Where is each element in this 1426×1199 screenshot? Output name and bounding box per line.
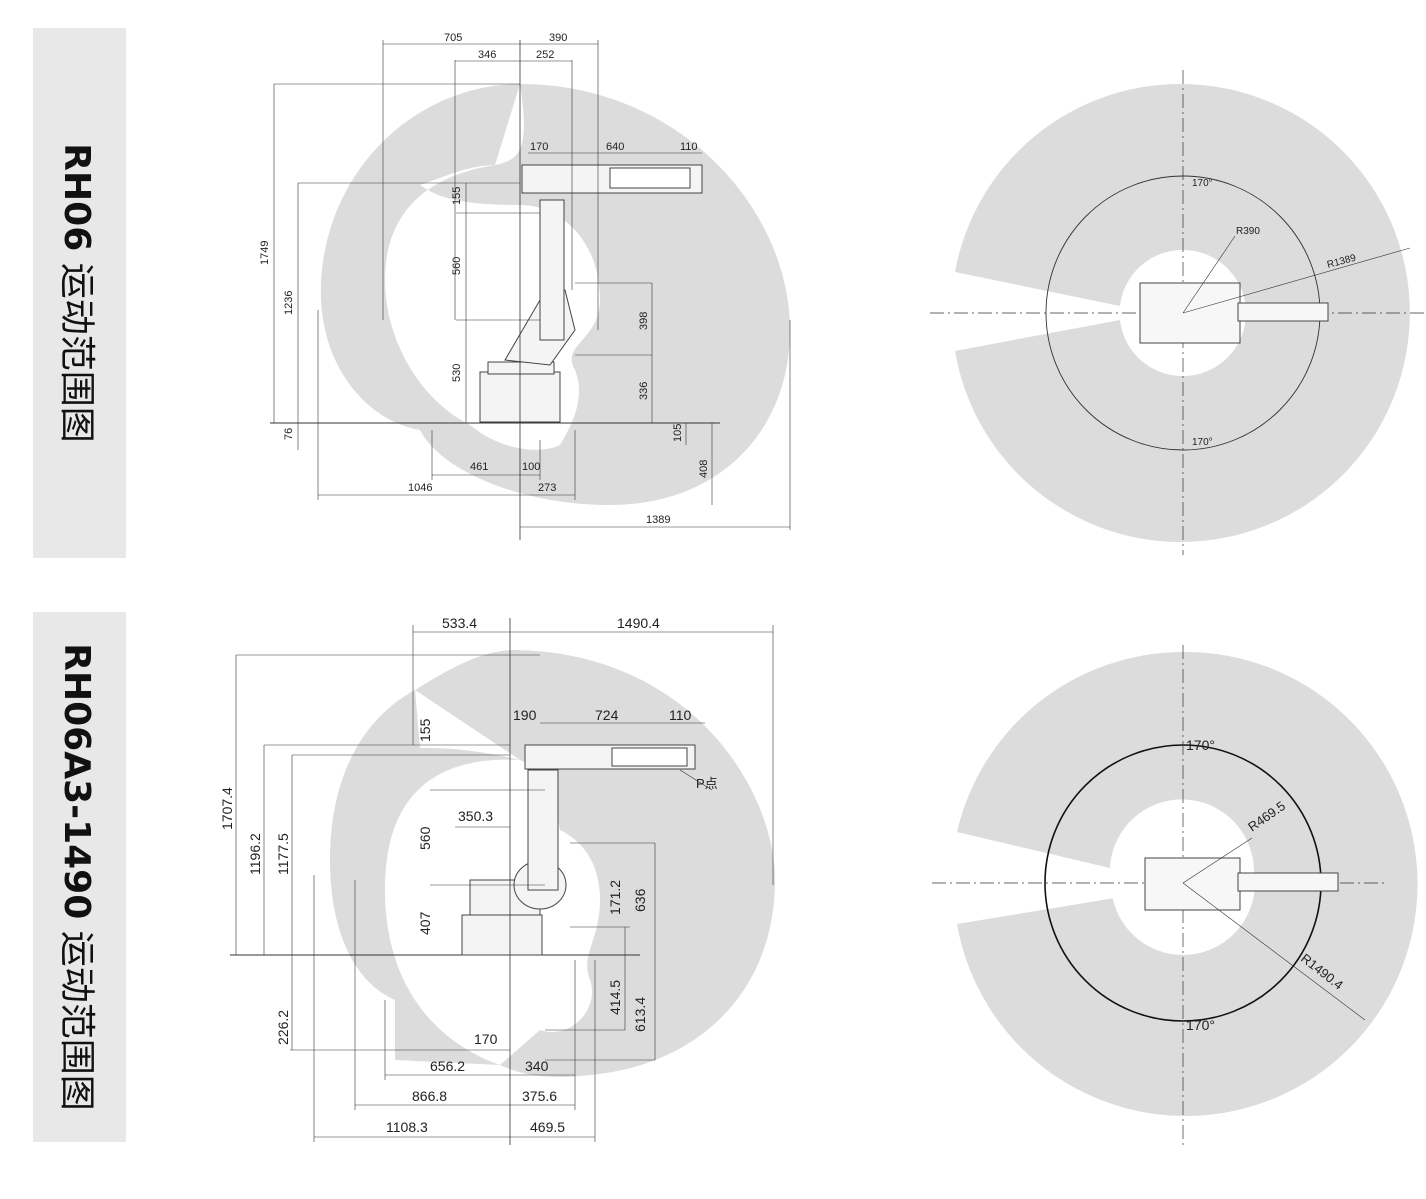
dim-724: 724 [595,707,619,723]
dim-252: 252 [536,49,554,61]
dim-350-3: 350.3 [458,808,493,824]
dim-155b: 155 [417,718,433,742]
dim-1196-2: 1196.2 [247,833,263,875]
dim-1108-3: 1108.3 [386,1119,428,1135]
dim-533-4: 533.4 [442,615,477,631]
dim-469-5: 469.5 [530,1119,565,1135]
rh06-angle-top: 170° [1192,178,1213,189]
dim-1389: 1389 [646,514,670,526]
rh06-radius-inner: R390 [1236,226,1260,237]
dim-1236: 1236 [283,291,295,315]
dim-613-4: 613.4 [632,997,648,1032]
dim-1046: 1046 [408,482,432,494]
p-point-label: P点 [696,776,718,791]
dim-171-2: 171.2 [607,880,623,915]
dim-560b: 560 [417,826,433,850]
rh06a3-top-envelope [957,651,1418,1116]
rh06-top-envelope [955,83,1410,542]
rh06a3-top-view: 170° 170° R469.5 R1490.4 [932,645,1418,1145]
dim-346: 346 [478,49,496,61]
dim-340: 340 [525,1058,549,1074]
dim-375-6: 375.6 [522,1088,557,1104]
title-band-rh06: RH06 运动范围图 [33,28,126,558]
dim-656-2: 656.2 [430,1058,465,1074]
dim-1707-4: 1707.4 [219,787,235,830]
dim-1749: 1749 [259,241,271,265]
dim-636: 636 [632,888,648,912]
dim-866-8: 866.8 [412,1088,447,1104]
dim-190: 190 [513,707,537,723]
title-band-rh06a3: RH06A3-1490 运动范围图 [33,612,126,1142]
dim-414-5: 414.5 [607,980,623,1015]
dim-76: 76 [283,428,295,440]
dim-110: 110 [680,141,698,153]
dim-336: 336 [638,382,650,400]
rh06a3-angle-top: 170° [1186,737,1215,753]
dim-273: 273 [538,482,556,494]
rh06-top-robot [1139,282,1241,344]
rh06a3-angle-bottom: 170° [1186,1017,1215,1033]
dim-1490-4: 1490.4 [617,615,660,631]
rh06a3-side-view: 533.4 1490.4 190 724 110 P点 155 1707.4 1… [219,615,775,1145]
dim-640: 640 [606,141,624,153]
dim-530: 530 [451,364,463,382]
dim-461: 461 [470,461,488,473]
dim-105: 105 [672,424,684,442]
dim-398: 398 [638,312,650,330]
dim-110b: 110 [669,707,692,723]
dim-1177-5: 1177.5 [275,833,291,875]
dim-170: 170 [530,141,548,153]
dim-155: 155 [451,187,463,205]
rh06-top-view: 170° 170° R390 R1389 [930,70,1426,555]
dim-390: 390 [549,32,567,44]
dim-560: 560 [451,257,463,275]
rh06a3-base [461,914,543,956]
dim-408: 408 [698,460,710,478]
dim-170b: 170 [474,1031,498,1047]
rh06-angle-bottom: 170° [1192,437,1213,448]
rh06a3-lower-arm [527,769,559,891]
rh06-side-view: 705 390 346 252 170 640 110 1749 1236 15… [259,32,791,540]
dim-226-2: 226.2 [275,1010,291,1045]
dim-705: 705 [444,32,462,44]
rh06a3-top-robot [1144,857,1241,911]
dim-407: 407 [417,911,433,935]
dim-100: 100 [522,461,540,473]
